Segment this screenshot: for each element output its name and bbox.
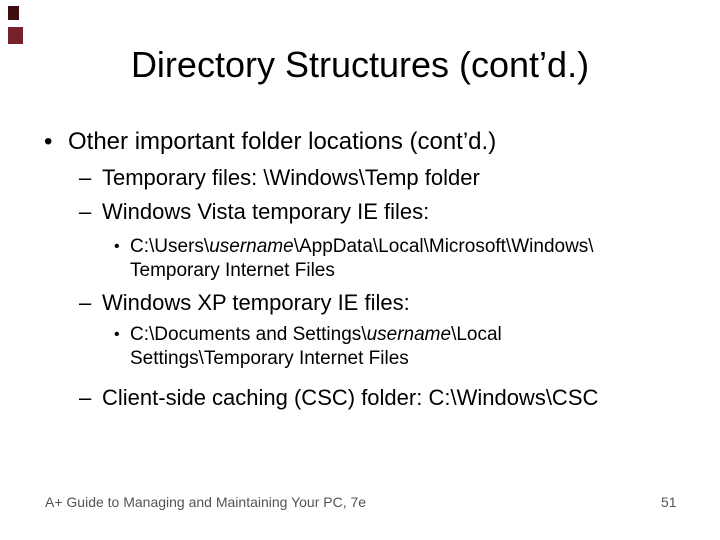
subsubbullet-vista-path: • C:\Users\username\AppData\Local\Micros… bbox=[114, 235, 594, 283]
subbullet-vista-ie-text: Windows Vista temporary IE files: bbox=[102, 199, 430, 224]
subbullet-xp-ie-text: Windows XP temporary IE files: bbox=[102, 290, 410, 315]
subbullet-temp-files: – Temporary files: \Windows\Temp folder bbox=[79, 165, 480, 191]
bullet-other-locations: • Other important folder locations (cont… bbox=[44, 128, 496, 157]
subbullet-temp-files-text: Temporary files: \Windows\Temp folder bbox=[102, 165, 480, 190]
subbullet-vista-ie: – Windows Vista temporary IE files: bbox=[79, 199, 429, 225]
subsubbullet-vista-path-text: C:\Users\username\AppData\Local\Microsof… bbox=[130, 236, 594, 281]
subbullet-csc-text: Client-side caching (CSC) folder: C:\Win… bbox=[102, 385, 599, 410]
decor-square-bottom-icon bbox=[8, 27, 23, 44]
footer-page-number: 51 bbox=[661, 494, 677, 510]
subbullet-csc: – Client-side caching (CSC) folder: C:\W… bbox=[79, 385, 598, 411]
small-bullet-icon: • bbox=[114, 326, 120, 343]
dash-icon: – bbox=[79, 165, 92, 190]
dash-icon: – bbox=[79, 385, 92, 410]
slide-title: Directory Structures (cont’d.) bbox=[130, 44, 590, 85]
dash-icon: – bbox=[79, 290, 92, 315]
subsubbullet-xp-path-text: C:\Documents and Settings\username\Local… bbox=[130, 324, 502, 369]
subbullet-xp-ie: – Windows XP temporary IE files: bbox=[79, 290, 410, 316]
bullet-icon: • bbox=[44, 128, 53, 155]
footer-book-title: A+ Guide to Managing and Maintaining You… bbox=[45, 494, 367, 510]
subsubbullet-xp-path: • C:\Documents and Settings\username\Loc… bbox=[114, 323, 502, 371]
dash-icon: – bbox=[79, 199, 92, 224]
small-bullet-icon: • bbox=[114, 238, 120, 255]
decor-square-top-icon bbox=[8, 6, 19, 20]
bullet-other-locations-text: Other important folder locations (cont’d… bbox=[68, 128, 497, 155]
